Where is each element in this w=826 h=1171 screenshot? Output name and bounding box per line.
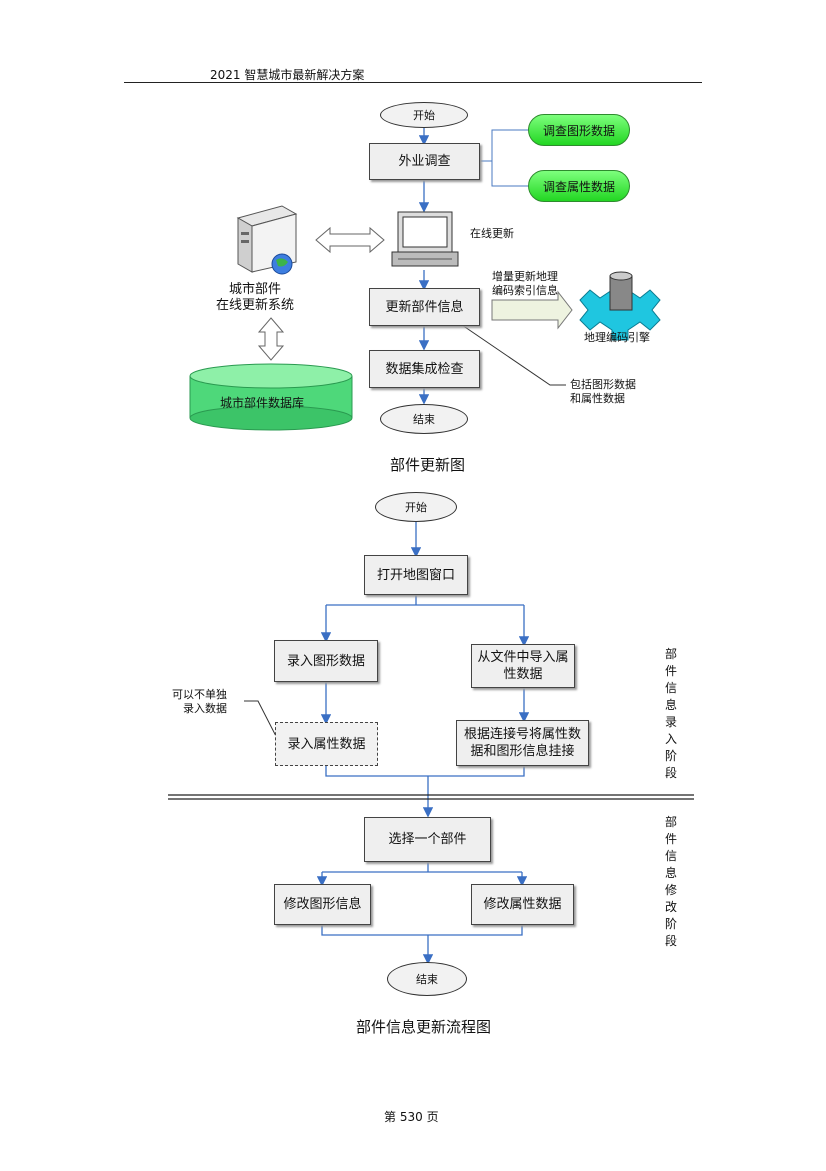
header-rule <box>124 82 702 83</box>
computer-icon <box>391 211 459 267</box>
d1-system-label: 城市部件 在线更新系统 <box>216 282 295 313</box>
d1-caption: 部件更新图 <box>390 456 466 474</box>
d2-select-part: 选择一个部件 <box>364 817 491 862</box>
d2-end-node: 结束 <box>387 962 467 996</box>
page-suffix: 页 <box>426 1110 439 1124</box>
server-icon <box>236 205 298 275</box>
d2-enter-attributes: 录入属性数据 <box>275 722 378 766</box>
d1-integration-check: 数据集成检查 <box>369 350 480 388</box>
d2-link-by-id: 根据连接号将属性数 据和图形信息挂接 <box>456 720 589 766</box>
d1-includes-label: 包括图形数据 和属性数据 <box>570 378 636 405</box>
d2-phase-entry-label: 部件信息录入阶段 <box>664 647 677 780</box>
d2-import-attributes: 从文件中导入属 性数据 <box>471 644 575 688</box>
d1-database-label: 城市部件数据库 <box>220 396 305 410</box>
page-prefix: 第 <box>384 1110 397 1124</box>
database-cylinder <box>189 363 353 431</box>
d2-caption: 部件信息更新流程图 <box>356 1018 492 1036</box>
d1-survey-attributes: 调查属性数据 <box>528 170 630 202</box>
d2-enter-graphics: 录入图形数据 <box>274 640 378 682</box>
d1-geocode-engine-label: 地理编码引擎 <box>584 331 650 344</box>
page-number-value: 530 <box>399 1110 423 1124</box>
d1-end-node: 结束 <box>380 404 468 434</box>
gear-icon <box>579 271 661 341</box>
d2-start-node: 开始 <box>375 492 457 522</box>
d1-online-update-label: 在线更新 <box>470 227 514 240</box>
document-header-title: 2021 智慧城市最新解决方案 <box>210 68 365 82</box>
d2-open-map: 打开地图窗口 <box>364 555 468 595</box>
d2-phase-modify-label: 部件信息修改阶段 <box>664 815 677 948</box>
d1-incremental-label: 增量更新地理 编码索引信息 <box>492 270 558 297</box>
d1-survey-graphics: 调查图形数据 <box>528 114 630 146</box>
d1-start-node: 开始 <box>380 102 468 128</box>
page-number: 第 530 页 <box>384 1108 439 1125</box>
d2-note-label: 可以不单独 录入数据 <box>172 688 227 715</box>
d2-modify-attributes: 修改属性数据 <box>471 884 574 925</box>
d1-update-info: 更新部件信息 <box>369 288 480 326</box>
d2-modify-graphics: 修改图形信息 <box>274 884 371 925</box>
d1-field-survey: 外业调查 <box>369 143 480 180</box>
